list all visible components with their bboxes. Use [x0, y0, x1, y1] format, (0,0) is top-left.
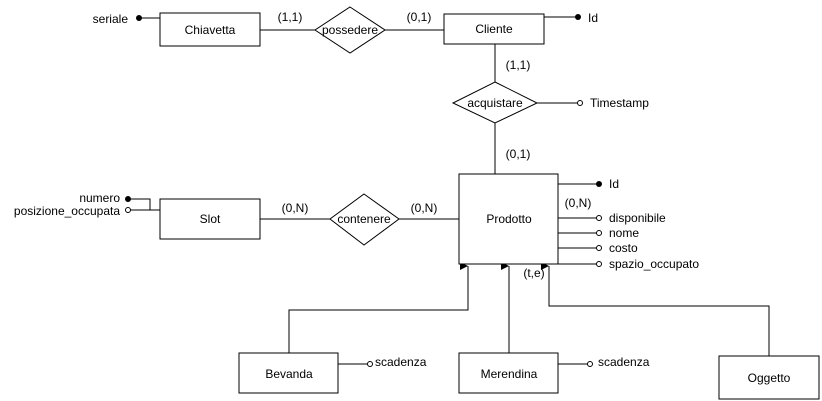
card-prodotto-contenere: (0,N)	[411, 201, 438, 215]
entity-merendina[interactable]: Merendina	[458, 352, 559, 394]
attr-numero: numero	[79, 191, 120, 205]
entity-oggetto-label: Oggetto	[748, 371, 791, 385]
attr-timestamp: Timestamp	[590, 96, 649, 110]
card-slot-contenere: (0,N)	[282, 201, 309, 215]
posizione-attr-dot	[125, 207, 131, 213]
attr-cliente-id: Id	[588, 11, 598, 25]
attr-bevanda-scadenza: scadenza	[375, 355, 427, 369]
attr-costo: costo	[609, 241, 638, 255]
seriale-key-dot	[136, 15, 142, 21]
entity-bevanda-label: Bevanda	[265, 367, 313, 381]
card-generalization: (t,e)	[523, 266, 544, 280]
spazio-attr-dot	[596, 261, 602, 267]
entity-slot[interactable]: Slot	[159, 198, 261, 240]
attr-seriale: seriale	[93, 12, 129, 26]
arrow-oggetto-prodotto	[541, 262, 770, 356]
relationship-acquistare[interactable]: acquistare	[451, 81, 539, 124]
entity-chiavetta[interactable]: Chiavetta	[159, 12, 261, 47]
bevanda-scadenza-attr-dot	[367, 361, 373, 367]
cliente-id-key-dot	[575, 14, 581, 20]
attr-posizione-occupata: posizione_occupata	[14, 204, 120, 218]
card-prodotto-extra: (0,N)	[565, 196, 592, 210]
relationship-contenere[interactable]: contenere	[329, 193, 400, 246]
link-slot-numero	[129, 198, 160, 211]
costo-attr-dot	[596, 245, 602, 251]
relationship-possedere[interactable]: possedere	[314, 6, 386, 54]
attr-disponibile: disponibile	[609, 211, 666, 225]
attr-merendina-scadenza: scadenza	[598, 355, 650, 369]
relationship-acquistare-label: acquistare	[467, 96, 523, 110]
timestamp-attr-dot	[577, 100, 583, 106]
prodotto-id-key-dot	[596, 181, 602, 187]
attr-prodotto-id: Id	[609, 177, 619, 191]
card-cliente-acquistare: (1,1)	[506, 58, 531, 72]
entity-bevanda[interactable]: Bevanda	[238, 352, 339, 394]
numero-key-dot	[125, 196, 131, 202]
nome-attr-dot	[596, 230, 602, 236]
card-prodotto-acquistare: (0,1)	[506, 147, 531, 161]
relationship-possedere-label: possedere	[322, 23, 378, 37]
card-chiavetta-possedere: (1,1)	[278, 10, 303, 24]
entity-oggetto[interactable]: Oggetto	[718, 355, 820, 400]
entity-prodotto-label: Prodotto	[486, 212, 532, 226]
merendina-scadenza-attr-dot	[587, 361, 593, 367]
entity-prodotto[interactable]: Prodotto	[458, 173, 559, 265]
entity-chiavetta-label: Chiavetta	[185, 23, 236, 37]
disponibile-attr-dot	[596, 215, 602, 221]
arrow-bevanda-prodotto	[288, 262, 469, 353]
attr-spazio-occupato: spazio_occupato	[609, 257, 699, 271]
entity-slot-label: Slot	[200, 212, 221, 226]
entity-cliente[interactable]: Cliente	[443, 13, 545, 45]
relationship-contenere-label: contenere	[337, 212, 391, 226]
card-cliente-possedere: (0,1)	[407, 10, 432, 24]
entity-merendina-label: Merendina	[481, 367, 538, 381]
entity-cliente-label: Cliente	[475, 22, 513, 36]
attr-nome: nome	[609, 226, 639, 240]
